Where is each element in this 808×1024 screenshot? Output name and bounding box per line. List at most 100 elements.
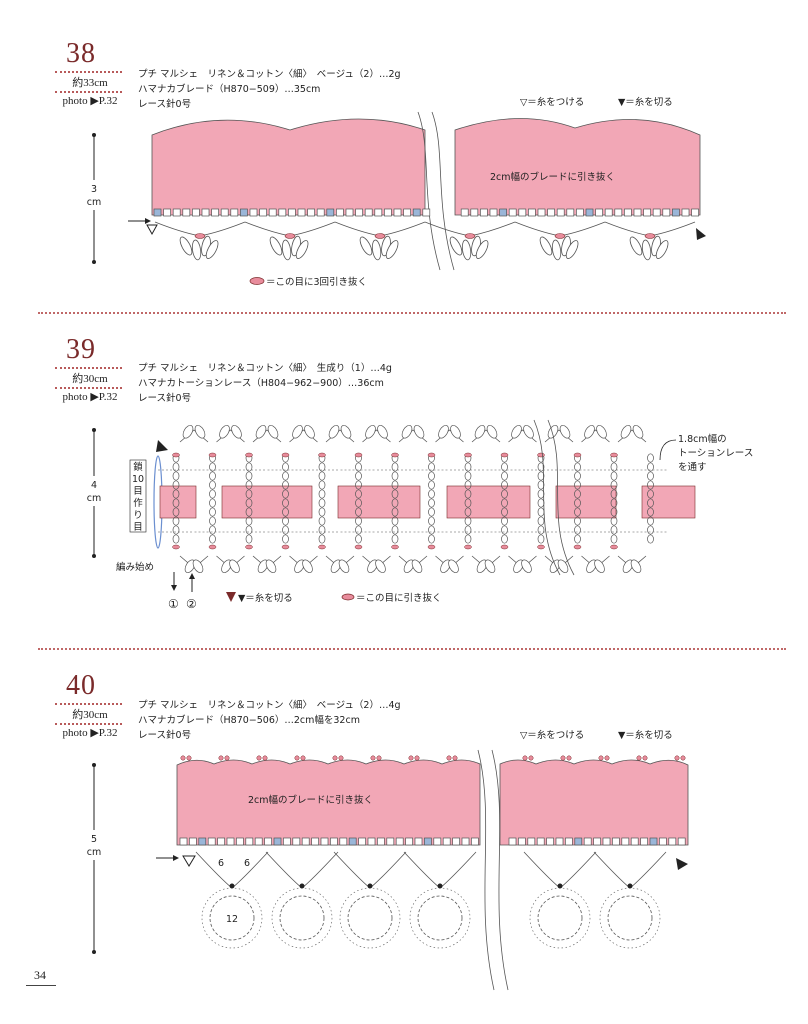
chain-link (647, 471, 654, 481)
stitch-square (643, 208, 651, 217)
section-40-photo: photo ▶P.32 (62, 727, 118, 739)
chain-link (464, 489, 472, 499)
chain-link (464, 462, 472, 472)
stitch-square (336, 208, 344, 217)
stitch-square (297, 208, 306, 217)
picot-petal (448, 559, 459, 574)
stitch-square (220, 208, 229, 217)
stitch-square (583, 837, 592, 846)
stitch-square (316, 208, 325, 217)
picot-petal (403, 559, 415, 574)
stitch-square (499, 208, 507, 217)
stitch-square (273, 837, 282, 846)
chain-arc (403, 851, 477, 889)
chain-link (428, 507, 435, 517)
chain-link (209, 480, 216, 490)
slip-stitch-mark (427, 452, 436, 458)
stitch-square (614, 208, 623, 217)
picot-petal (513, 559, 524, 574)
slip-stitch-mark (208, 452, 217, 458)
slip-stitch-mark (354, 452, 363, 458)
braid-38 (454, 118, 701, 216)
picot-bead (300, 755, 306, 761)
section-40-number: 40 (66, 670, 96, 701)
loop-motifs (195, 851, 667, 949)
stitch-square (249, 208, 258, 217)
stitch-square (630, 837, 639, 846)
cut-mark (696, 228, 706, 240)
chain-arc (593, 851, 667, 889)
dotted-rule (55, 703, 122, 705)
slip-stitch-mark (245, 452, 253, 458)
stitch-square (677, 837, 686, 846)
picot-petal (411, 559, 423, 574)
stitch-square (364, 208, 373, 217)
dotted-rule (55, 387, 122, 389)
lace-strip (555, 485, 617, 519)
stitch-square (226, 837, 235, 846)
section-divider (38, 648, 786, 650)
section-39-photo: photo ▶P.32 (62, 391, 118, 403)
picot-petal (559, 424, 571, 439)
picot-bead (680, 755, 686, 761)
chain-link (245, 507, 253, 517)
picot-petal (476, 559, 488, 574)
loop-ring (607, 895, 653, 941)
slip-stitch-mark (610, 452, 618, 458)
picot-petal (231, 424, 242, 439)
stitch-square (278, 208, 287, 217)
chain-link (318, 507, 326, 517)
picot-bead (408, 755, 414, 761)
picot-petal (257, 559, 269, 574)
picot-petal (302, 559, 313, 574)
picot-bead (180, 755, 186, 761)
chain-link (610, 507, 618, 517)
chain-arc (265, 851, 339, 889)
slip-stitch-mark (354, 544, 363, 550)
chain-link (209, 489, 216, 499)
count-label: 6 (244, 858, 250, 869)
stitch-square (537, 208, 546, 217)
chain-link (282, 498, 289, 508)
row-1-mark: ① (168, 597, 179, 611)
attach-mark (182, 855, 196, 867)
stitch-square (556, 208, 565, 217)
slip-stitch-mark (281, 544, 290, 550)
stitch-square (652, 208, 661, 217)
stitch-square (301, 837, 310, 846)
slip-stitch-mark (537, 544, 545, 550)
chain-link (245, 462, 253, 472)
chain-link (537, 471, 545, 481)
picot-petal (377, 424, 388, 439)
picot-petal (584, 424, 595, 439)
chain-link (537, 462, 545, 472)
stitch-square (574, 837, 583, 846)
chain-link (501, 498, 508, 508)
chain-link (537, 507, 545, 517)
picot-petal (281, 239, 292, 261)
stitch-square (433, 837, 442, 846)
info-line: レース針0号 (138, 99, 192, 110)
picot-bead (642, 755, 648, 761)
picot-petal (641, 239, 652, 261)
chain-link (245, 534, 253, 544)
stitch-square (367, 837, 376, 846)
slip-stitch-mark (172, 452, 180, 458)
chain-link (647, 462, 654, 472)
slip-stitch-mark (437, 883, 443, 889)
height-label: 3 (91, 184, 97, 195)
picot-row (154, 221, 696, 261)
chain-arc (523, 851, 597, 889)
chain-link (464, 516, 472, 526)
note-38: ＝この目に3回引き抜く (266, 276, 367, 288)
chain-link (501, 534, 508, 544)
chain-link (355, 534, 362, 544)
chain-link (172, 498, 180, 508)
picot-beads (180, 755, 686, 761)
stitch-square (412, 208, 421, 217)
loop-ring (409, 887, 471, 949)
picot-petal (523, 424, 534, 439)
stitch-square (624, 208, 632, 217)
stitch-square (192, 208, 200, 217)
chain-link (245, 498, 253, 508)
